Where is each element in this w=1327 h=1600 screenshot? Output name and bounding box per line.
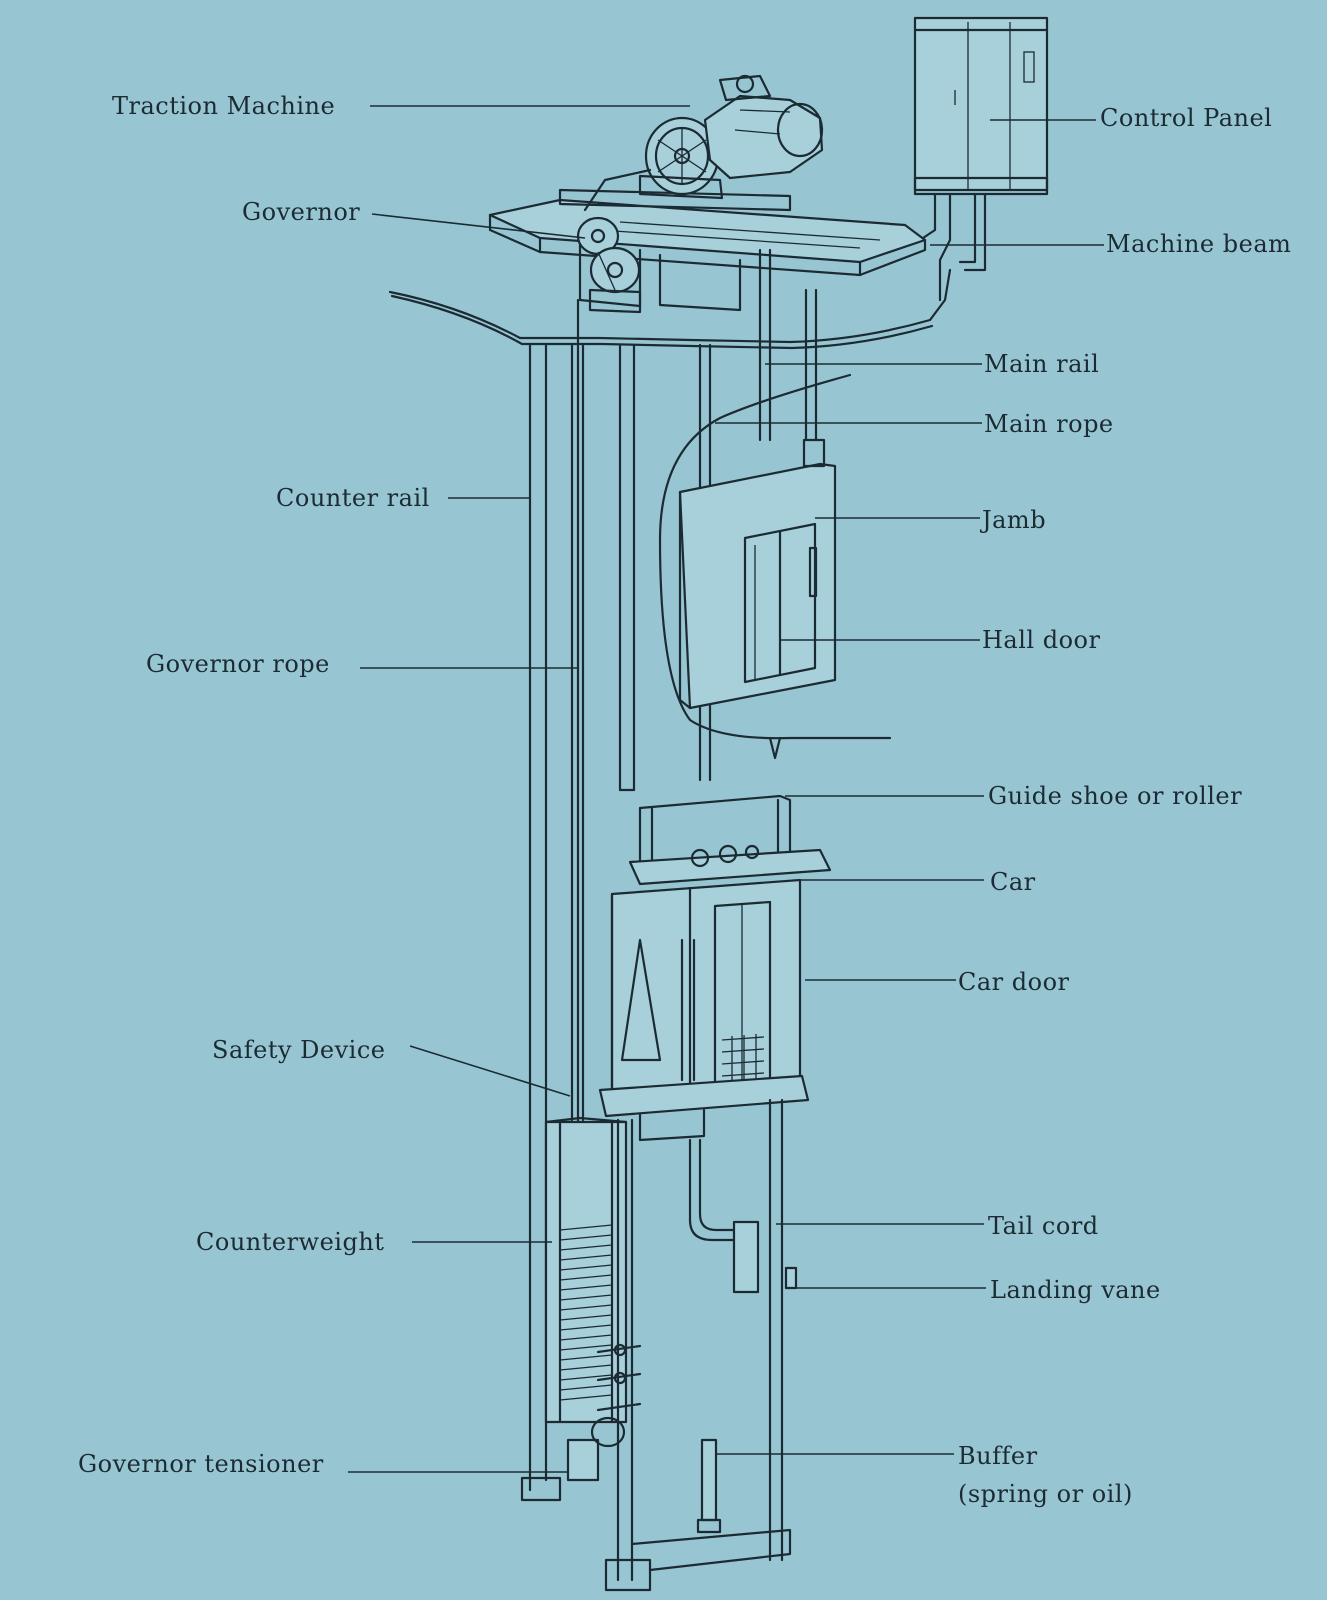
traction-machine-drawing bbox=[583, 74, 824, 212]
label-governor-tensioner: Governor tensioner bbox=[78, 1450, 324, 1478]
label-safety-device: Safety Device bbox=[212, 1036, 386, 1064]
car-drawing bbox=[598, 794, 832, 1142]
label-car-door: Car door bbox=[958, 968, 1070, 996]
landing-opening bbox=[658, 373, 892, 760]
counterweight-drawing bbox=[544, 1116, 628, 1424]
hoistway-top-edge-lower bbox=[390, 294, 934, 350]
label-hall-door: Hall door bbox=[982, 626, 1100, 654]
label-control-panel: Control Panel bbox=[1100, 104, 1272, 132]
label-counterweight: Counterweight bbox=[196, 1228, 384, 1256]
label-jamb: Jamb bbox=[979, 506, 1046, 534]
counter-rails bbox=[520, 343, 636, 1502]
leader-lines bbox=[348, 105, 1104, 1473]
governor-drawing bbox=[576, 216, 642, 314]
label-traction-machine: Traction Machine bbox=[112, 92, 335, 120]
label-main-rail: Main rail bbox=[984, 350, 1099, 378]
label-guide-shoe: Guide shoe or roller bbox=[988, 782, 1242, 810]
tail-cord-line bbox=[688, 1138, 737, 1242]
car-rails-lower bbox=[604, 1098, 792, 1592]
label-tail-cord: Tail cord bbox=[988, 1212, 1099, 1240]
hoistway-top-edge bbox=[388, 268, 952, 344]
label-car: Car bbox=[990, 868, 1036, 896]
junction-box bbox=[732, 1220, 760, 1294]
landing-vane-drawing bbox=[784, 1266, 798, 1290]
label-buffer-type: (spring or oil) bbox=[958, 1480, 1133, 1508]
label-landing-vane: Landing vane bbox=[990, 1276, 1161, 1304]
label-main-rope: Main rope bbox=[984, 410, 1114, 438]
label-machine-beam: Machine beam bbox=[1106, 230, 1291, 258]
buffer-drawing bbox=[696, 1438, 722, 1534]
control-panel-drawing bbox=[913, 16, 1049, 302]
governor-tensioner-drawing bbox=[566, 1343, 642, 1482]
label-counter-rail: Counter rail bbox=[276, 484, 430, 512]
tail-cord-line-2 bbox=[698, 1138, 737, 1232]
machine-beam-drawing bbox=[488, 188, 927, 312]
label-governor-rope: Governor rope bbox=[146, 650, 330, 678]
label-governor: Governor bbox=[242, 198, 360, 226]
label-buffer: Buffer bbox=[958, 1442, 1038, 1470]
